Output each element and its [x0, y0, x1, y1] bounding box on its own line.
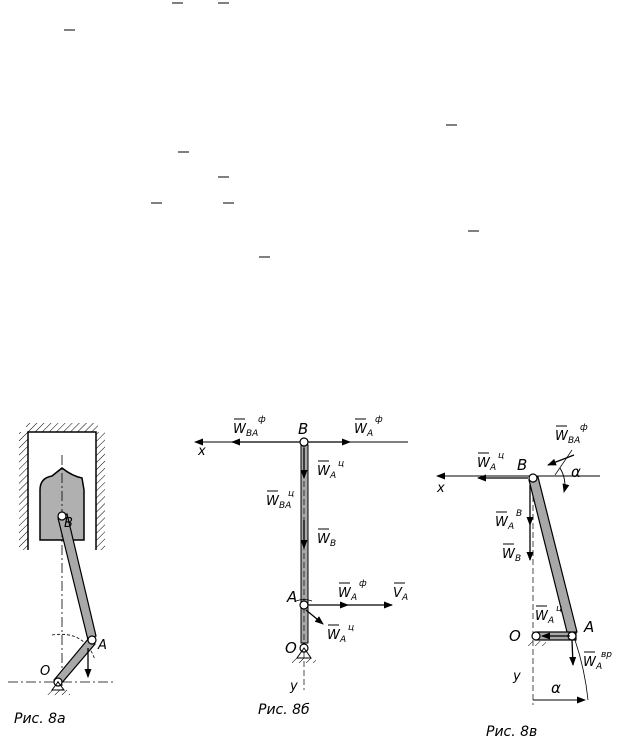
point-a-label: A [97, 638, 107, 653]
svg-text:вр: вр [601, 650, 612, 660]
svg-text:A: A [489, 463, 496, 473]
svg-text:BA: BA [246, 429, 258, 439]
svg-text:ф: ф [375, 415, 383, 425]
svg-text:W: W [317, 464, 331, 479]
svg-text:BA: BA [568, 436, 580, 446]
joint-a [299, 600, 309, 610]
joint-b [528, 473, 538, 483]
svg-text:ф: ф [258, 415, 266, 425]
cylinder-left-hatch [19, 432, 28, 550]
svg-text:ф: ф [359, 579, 367, 589]
svg-text:A: A [401, 593, 408, 603]
figure-8a: B A O Рис. 8а [8, 423, 115, 727]
svg-text:ц: ц [498, 451, 504, 461]
cylinder-top-hatch [26, 423, 98, 432]
svg-text:W: W [354, 422, 368, 437]
page-top-fragments [64, 2, 479, 258]
svg-text:A: A [350, 593, 357, 603]
point-b-label: B [517, 456, 527, 474]
label-v-a: V A [393, 582, 408, 603]
y-axis-label: y [289, 679, 298, 694]
point-b-label: B [64, 516, 73, 531]
label-w-ba-ch: W BA ц [266, 489, 294, 511]
figure-8b: x B A O y W BA ф [194, 415, 408, 718]
svg-text:W: W [555, 429, 569, 444]
angle-label-bottom: α [551, 679, 561, 697]
svg-text:W: W [583, 655, 597, 670]
svg-text:W: W [233, 422, 247, 437]
caption-8v: Рис. 8в [486, 724, 537, 740]
svg-text:A: A [329, 471, 336, 481]
svg-text:W: W [535, 609, 549, 624]
vec-w-a-ch [305, 609, 324, 625]
label-w-a-ch2: W A ц [535, 604, 562, 626]
svg-text:W: W [502, 547, 516, 562]
vec-w-a-bp [569, 639, 577, 666]
label-w-a-phi: W A ф [338, 579, 367, 603]
svg-text:B: B [515, 554, 521, 564]
point-o-label: O [285, 639, 297, 657]
svg-text:BA: BA [279, 501, 291, 511]
label-w-ba-phi: W BA ф [233, 415, 266, 439]
vec-w-ba-phi [547, 454, 575, 466]
svg-text:W: W [495, 515, 509, 530]
figure-8v: x B A O y α α W [436, 423, 612, 740]
point-b-label: B [298, 420, 308, 438]
label-w-a-ch: W A ц [477, 451, 504, 473]
x-axis-label: x [436, 481, 445, 496]
svg-text:W: W [327, 628, 341, 643]
ground-hatch [46, 690, 70, 695]
svg-text:A: A [595, 662, 602, 672]
label-w-b: W B [317, 528, 336, 549]
label-w-a-ch: W A ц [327, 623, 354, 645]
svg-text:ц: ц [348, 623, 354, 633]
ground-hatch [528, 641, 546, 646]
svg-text:V: V [393, 586, 403, 601]
svg-text:B: B [330, 539, 336, 549]
svg-text:ц: ц [338, 459, 344, 469]
path-curve [574, 639, 589, 701]
svg-text:A: A [547, 616, 554, 626]
svg-text:B: B [516, 509, 522, 519]
svg-text:A: A [366, 429, 373, 439]
joint-o [531, 631, 541, 641]
label-w-ba-phi: W BA ф [555, 423, 588, 446]
point-a-label: A [286, 588, 297, 606]
angle-label-top: α [571, 463, 581, 481]
cylinder-right-hatch [96, 432, 105, 550]
point-a-label: A [583, 618, 594, 636]
svg-text:ц: ц [288, 489, 294, 499]
point-o-label: O [509, 627, 521, 645]
caption-8b: Рис. 8б [258, 702, 310, 718]
point-o-label: O [40, 664, 50, 679]
svg-text:W: W [477, 456, 491, 471]
label-w-b: W B [502, 543, 521, 564]
label-w-a-bp: W A вр [583, 650, 612, 672]
svg-text:ф: ф [580, 423, 588, 433]
ground-hatch [292, 658, 316, 663]
angle-arc-top [559, 467, 570, 493]
svg-text:A: A [507, 522, 514, 532]
svg-text:W: W [266, 494, 280, 509]
crank-arc [51, 633, 96, 661]
joint-a [87, 635, 97, 645]
joint-b [57, 511, 67, 521]
caption-8a: Рис. 8а [14, 711, 66, 727]
label-w-ba: W A B [495, 509, 522, 532]
rod-direction [554, 449, 573, 476]
svg-text:W: W [338, 586, 352, 601]
joint-b [299, 437, 309, 447]
svg-text:A: A [339, 635, 346, 645]
svg-text:ц: ц [556, 604, 562, 614]
arc-at-a [295, 599, 313, 602]
label-w-a-phi-top: W A ф [354, 415, 383, 439]
x-axis-label: x [197, 444, 206, 459]
y-axis-label: y [512, 669, 521, 684]
svg-text:W: W [317, 532, 331, 547]
label-w-a-ch-top: W A ц [317, 459, 344, 481]
